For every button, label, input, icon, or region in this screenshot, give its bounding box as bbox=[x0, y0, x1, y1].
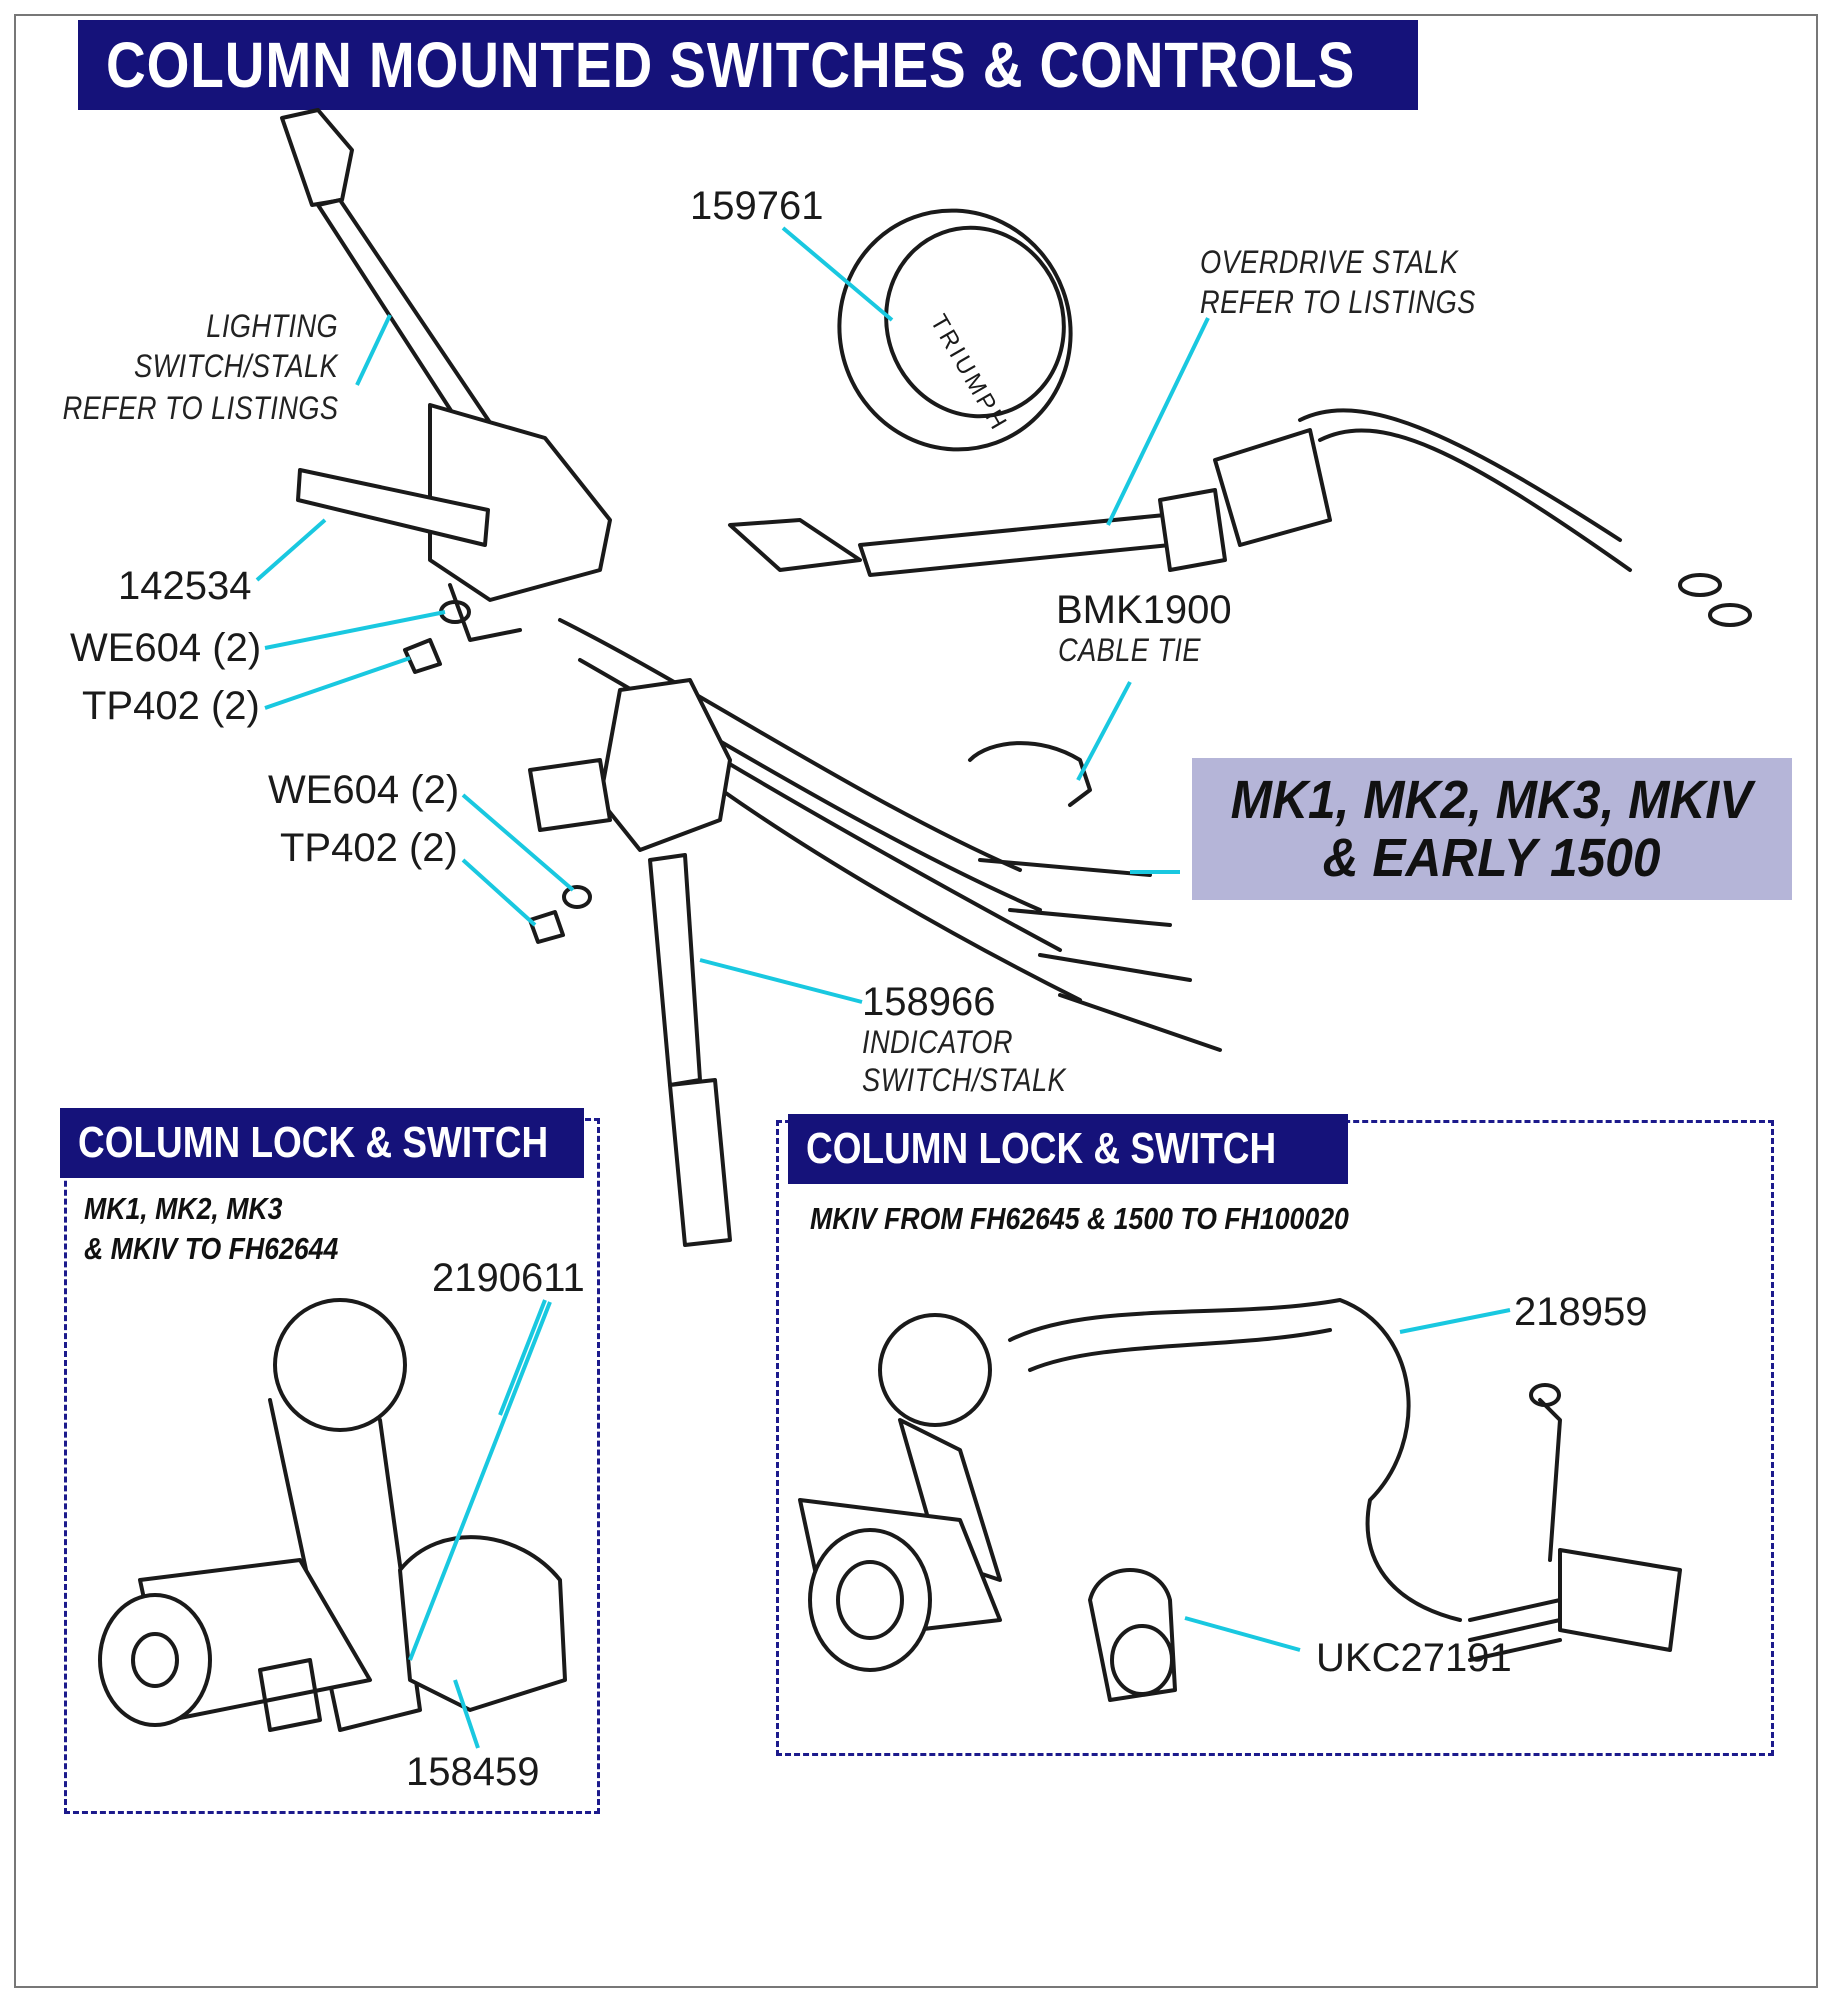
model-line2: & EARLY 1500 bbox=[1323, 828, 1661, 888]
title-banner: COLUMN MOUNTED SWITCHES & CONTROLS bbox=[78, 20, 1418, 110]
inset-right-banner: COLUMN LOCK & SWITCH bbox=[788, 1114, 1348, 1184]
callout-lighting-line3: REFER TO LISTINGS bbox=[62, 390, 338, 426]
callout-cable-tie: CABLE TIE bbox=[1058, 632, 1201, 668]
inset-left-title: COLUMN LOCK & SWITCH bbox=[78, 1118, 549, 1167]
callout-158966: 158966 bbox=[862, 980, 996, 1024]
callout-overdrive-line2: REFER TO LISTINGS bbox=[1200, 284, 1476, 320]
screw-drawing bbox=[528, 910, 565, 944]
indicator-stalk-drawing bbox=[528, 678, 732, 1247]
callout-indicator-line2: SWITCH/STALK bbox=[862, 1062, 1067, 1098]
callout-ukc27191: UKC27191 bbox=[1316, 1636, 1512, 1680]
callout-we604-upper: WE604 (2) bbox=[70, 626, 262, 670]
inset-left-banner: COLUMN LOCK & SWITCH bbox=[60, 1108, 584, 1178]
callout-lighting-line2: SWITCH/STALK bbox=[133, 348, 338, 384]
callout-158459: 158459 bbox=[406, 1750, 540, 1794]
column-lock-drawing-right bbox=[798, 1298, 1682, 1702]
callout-tp402-upper: TP402 (2) bbox=[82, 684, 260, 728]
model-line1: MK1, MK2, MK3, MKIV bbox=[1231, 770, 1753, 830]
callout-2190611: 2190611 bbox=[432, 1256, 585, 1300]
callout-we604-lower: WE604 (2) bbox=[268, 768, 460, 812]
inset-right-title: COLUMN LOCK & SWITCH bbox=[806, 1124, 1277, 1173]
page-title: COLUMN MOUNTED SWITCHES & CONTROLS bbox=[106, 29, 1356, 101]
model-applicability-box: MK1, MK2, MK3, MKIV & EARLY 1500 bbox=[1192, 758, 1792, 900]
inset-right-subtitle: MKIV FROM FH62645 & 1500 TO FH100020 bbox=[810, 1201, 1349, 1236]
callout-overdrive-line1: OVERDRIVE STALK bbox=[1200, 244, 1459, 280]
callout-159761: 159761 bbox=[690, 184, 824, 228]
screw-drawing bbox=[403, 638, 442, 674]
diagram-frame bbox=[14, 14, 1818, 1988]
overdrive-stalk-drawing bbox=[728, 408, 1752, 627]
callout-indicator-line1: INDICATOR bbox=[862, 1024, 1013, 1060]
leader-lines bbox=[255, 226, 1511, 1749]
inset-left-subtitle-line2: & MKIV TO FH62644 bbox=[84, 1231, 339, 1266]
callout-142534: 142534 bbox=[118, 564, 252, 608]
column-lock-drawing-left bbox=[98, 1298, 567, 1732]
inset-left-subtitle-line1: MK1, MK2, MK3 bbox=[84, 1191, 283, 1226]
washer-drawing bbox=[439, 600, 471, 624]
lighting-stalk-drawing bbox=[280, 108, 612, 642]
callout-tp402-lower: TP402 (2) bbox=[280, 826, 458, 870]
callout-lighting-line1: LIGHTING bbox=[206, 308, 338, 344]
callout-bmk1900: BMK1900 bbox=[1056, 588, 1232, 632]
callout-218959: 218959 bbox=[1514, 1290, 1648, 1334]
washer-drawing bbox=[562, 885, 592, 909]
